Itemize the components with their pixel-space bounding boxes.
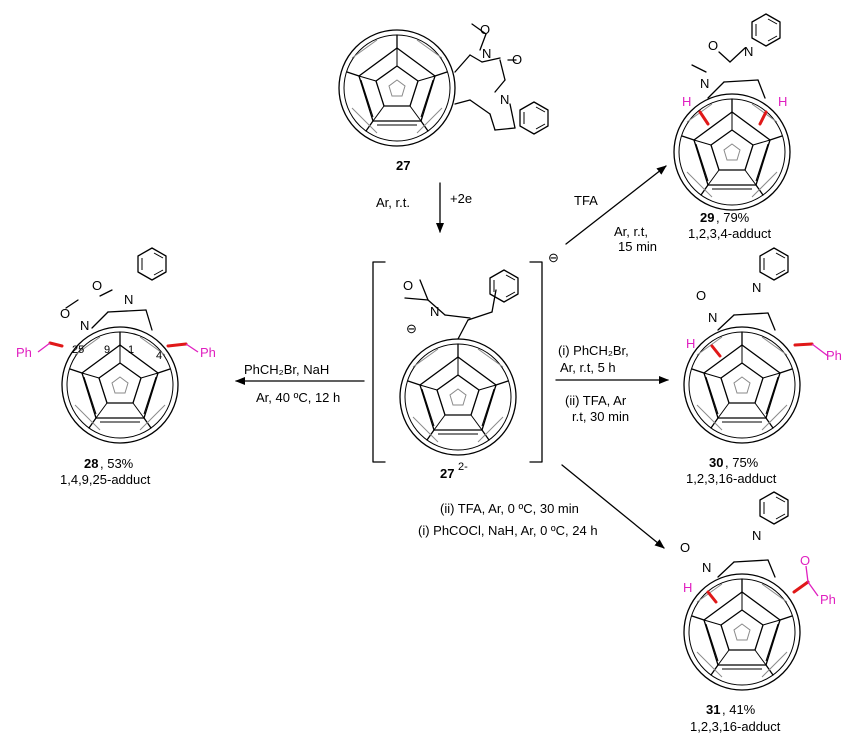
atom-n-27a: N [482, 46, 491, 61]
atom-n-dianion: N [430, 304, 439, 319]
compound-28 [37, 247, 199, 444]
minus-sign-dianion: ⊖ [406, 321, 417, 336]
descriptor-30: 1,2,3,16-adduct [686, 471, 777, 486]
arrow-30-below-2: r.t, 30 min [572, 409, 629, 424]
step-down-left: Ar, r.t. [376, 195, 410, 210]
h-30: H [686, 336, 695, 351]
ph-31: Ph [820, 592, 836, 607]
label-27-dianion: 27 [440, 466, 454, 481]
yield-30: , 75% [725, 455, 759, 470]
ph-28-right: Ph [200, 345, 216, 360]
compound-30 [683, 247, 829, 444]
arrow-30-below-1: (ii) TFA, Ar [565, 393, 627, 408]
atom-o-30: O [696, 288, 706, 303]
descriptor-28: 1,4,9,25-adduct [60, 472, 151, 487]
arrow-to-31 [561, 464, 665, 549]
atom-n-31b: N [752, 528, 761, 543]
arrow-29-below-1: Ar, r.t, [614, 224, 648, 239]
atom-n-29b: N [744, 44, 753, 59]
label-30: 30 [709, 455, 723, 470]
atom-n-27b: N [500, 92, 509, 107]
yield-29: , 79% [716, 210, 750, 225]
h-29-right: H [778, 94, 787, 109]
h-29-left: H [682, 94, 691, 109]
label-27-charge: 2- [458, 461, 468, 473]
label-29: 29 [700, 210, 714, 225]
arrow-to-29 [565, 165, 667, 245]
atom-o-29: O [708, 38, 718, 53]
arrow-31-line-1: (ii) TFA, Ar, 0 ºC, 30 min [440, 501, 579, 516]
label-27: 27 [396, 158, 410, 173]
atom-o-27: O [480, 22, 490, 37]
atom-n-28a: N [80, 318, 89, 333]
bracket-left [372, 261, 386, 463]
bracket-right [529, 261, 543, 463]
atom-o-carbonyl-27: O [512, 52, 522, 67]
atom-n-28b: N [124, 292, 133, 307]
step-down-right: +2e [450, 191, 472, 206]
bracket-charge: ⊖ [548, 250, 559, 265]
ph-30: Ph [826, 348, 842, 363]
arrow-30-above-1: (i) PhCH₂Br, [558, 343, 629, 358]
yield-31: , 41% [722, 702, 756, 717]
atom-o-31: O [680, 540, 690, 555]
locant-4: 4 [156, 350, 162, 362]
ph-28-left: Ph [16, 345, 32, 360]
atom-n-29a: N [700, 76, 709, 91]
label-28: 28 [84, 456, 98, 471]
arrow-29-above: TFA [574, 193, 598, 208]
arrow-28-above: PhCH₂Br, NaH [244, 362, 329, 377]
arrow-29-below-2: 15 min [618, 239, 657, 254]
o-31-acyl: O [800, 553, 810, 568]
atom-n-31a: N [702, 560, 711, 575]
atom-n-30a: N [708, 310, 717, 325]
atom-o-dianion: O [403, 278, 413, 293]
compound-31 [683, 491, 819, 691]
compound-29 [673, 13, 791, 211]
locant-9: 9 [104, 344, 110, 356]
arrow-28-below: Ar, 40 ºC, 12 h [256, 390, 340, 405]
locant-1: 1 [128, 344, 134, 356]
h-31: H [683, 580, 692, 595]
label-31: 31 [706, 702, 720, 717]
atom-n-30b: N [752, 280, 761, 295]
arrow-31-line-2: (i) PhCOCl, NaH, Ar, 0 ºC, 24 h [418, 523, 598, 538]
descriptor-31: 1,2,3,16-adduct [690, 719, 781, 734]
yield-28: , 53% [100, 456, 134, 471]
arrow-30-above-2: Ar, r.t, 5 h [560, 360, 616, 375]
compound-27 [338, 23, 549, 147]
atom-o-28: O [60, 306, 70, 321]
locant-25: 25 [72, 344, 84, 356]
compound-27-dianion [399, 269, 519, 456]
descriptor-29: 1,2,3,4-adduct [688, 226, 772, 241]
atom-o-carbonyl-28: O [92, 278, 102, 293]
